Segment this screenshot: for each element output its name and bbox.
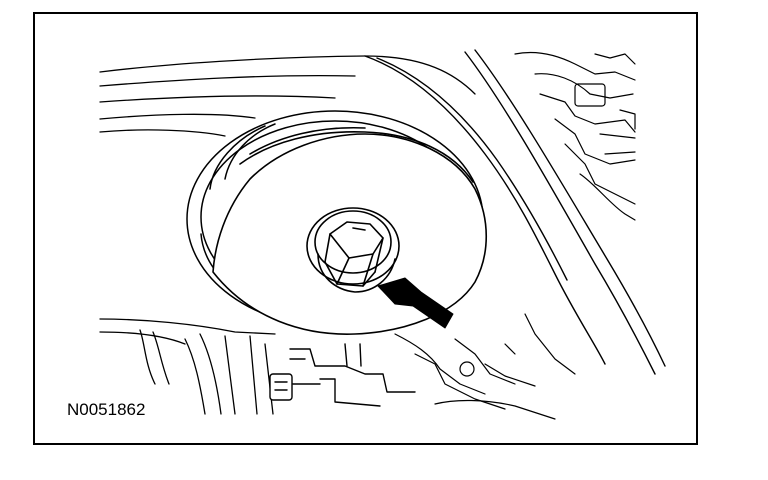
figure-frame: N0051862 [33, 12, 698, 445]
callout-arrow [377, 277, 454, 329]
panel-edge [364, 49, 666, 375]
lower-bracket-clamp [269, 343, 416, 407]
lower-right-components [394, 313, 576, 420]
engine-components-upper-right [514, 51, 636, 221]
service-illustration [99, 49, 666, 420]
body-contour-lines [99, 55, 476, 137]
bolt-assembly [306, 207, 400, 293]
figure-id-label: N0051862 [67, 400, 146, 419]
lower-left-components [99, 318, 276, 415]
